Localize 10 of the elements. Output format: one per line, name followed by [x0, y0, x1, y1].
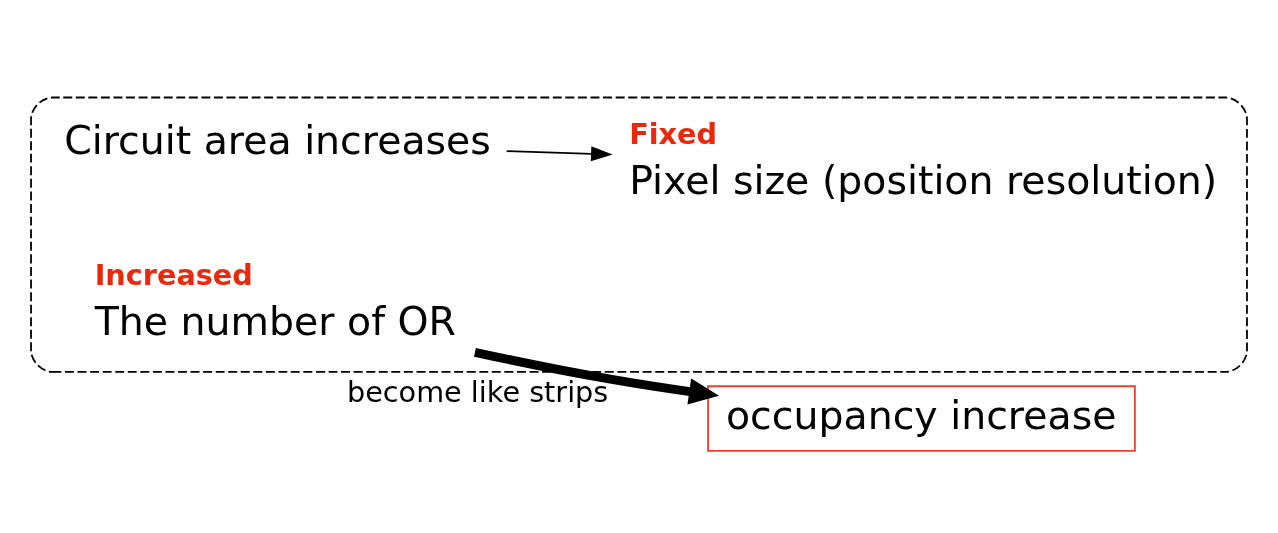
arrow — [505, 145, 613, 161]
arrow — [474, 347, 720, 404]
node-box: occupancy increase — [707, 384, 1136, 452]
node-text: The number of OR — [94, 297, 457, 344]
cluster — [30, 96, 1248, 373]
node-text: Pixel size (position resolution) — [629, 156, 1218, 203]
node-text: Circuit area increases — [64, 116, 491, 163]
node-label: Increased — [94, 257, 253, 292]
node-label: Fixed — [629, 116, 718, 151]
edge-label: become like strips — [346, 374, 609, 409]
